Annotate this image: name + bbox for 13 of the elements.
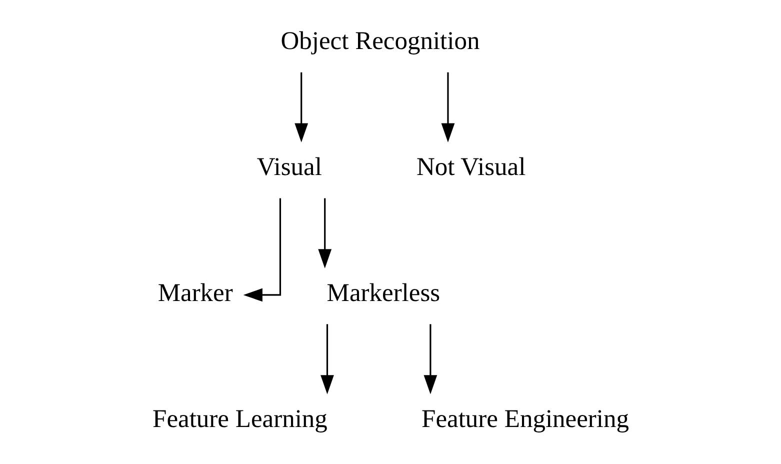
arrow [320,324,334,394]
node-text: Object Recognition [280,26,480,56]
arrow [423,324,437,394]
arrow [242,198,281,302]
arrow [318,198,332,268]
node-text: Markerless [326,278,440,308]
arrow [294,72,308,142]
node-text: Feature Engineering [421,404,629,433]
node-text: Feature Learning [152,404,327,433]
node-text: Visual [256,152,322,182]
node-text: Marker [157,278,232,308]
arrow [440,72,454,142]
node-text: Not Visual [416,152,526,182]
